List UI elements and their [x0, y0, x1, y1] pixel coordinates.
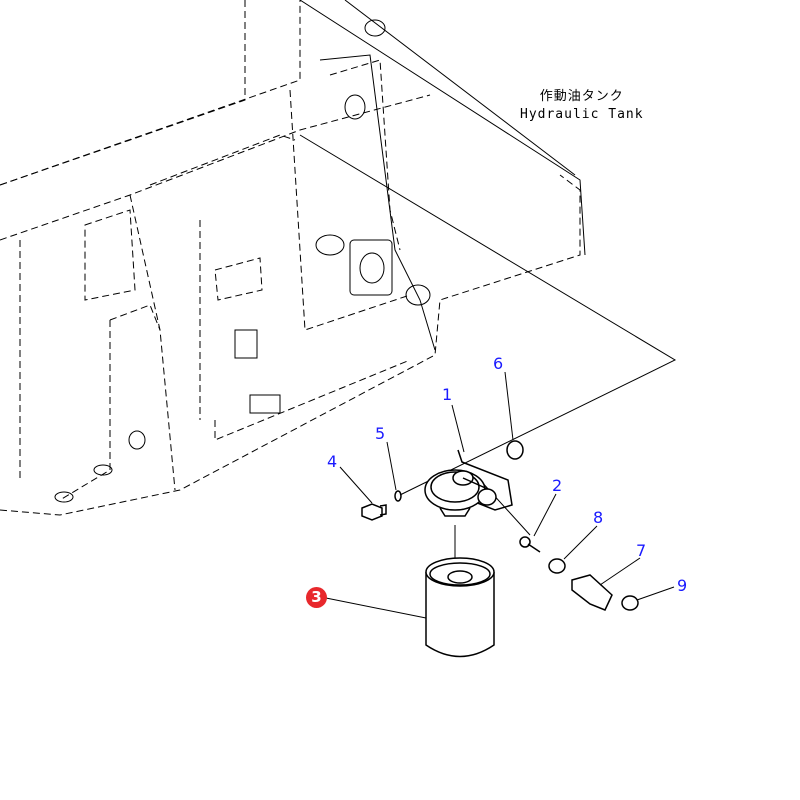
- callout-9[interactable]: 9: [677, 576, 688, 595]
- callout-6[interactable]: 6: [493, 354, 504, 373]
- frame-details: [54, 19, 431, 503]
- callout-2[interactable]: 2: [552, 476, 563, 495]
- hydraulic-tank-outline: [299, 0, 586, 351]
- callout-4[interactable]: 4: [327, 452, 338, 471]
- callout-7[interactable]: 7: [636, 541, 647, 560]
- tank-label-jp: 作動油タンク: [539, 89, 624, 104]
- machine-frame: [0, 0, 581, 516]
- callout-1[interactable]: 1: [442, 385, 453, 404]
- small-parts: [361, 440, 639, 611]
- assembly-lines: [299, 134, 677, 575]
- callout-3-selected[interactable]: 3: [306, 587, 327, 608]
- leader-lines: [325, 371, 675, 619]
- callout-5[interactable]: 5: [375, 424, 386, 443]
- callout-8[interactable]: 8: [593, 508, 604, 527]
- filter-cartridge: [425, 557, 495, 658]
- tank-label-en: Hydraulic Tank: [520, 107, 644, 122]
- hydraulic-tank-label: 作動油タンク Hydraulic Tank: [520, 88, 644, 124]
- filter-head: [424, 449, 513, 517]
